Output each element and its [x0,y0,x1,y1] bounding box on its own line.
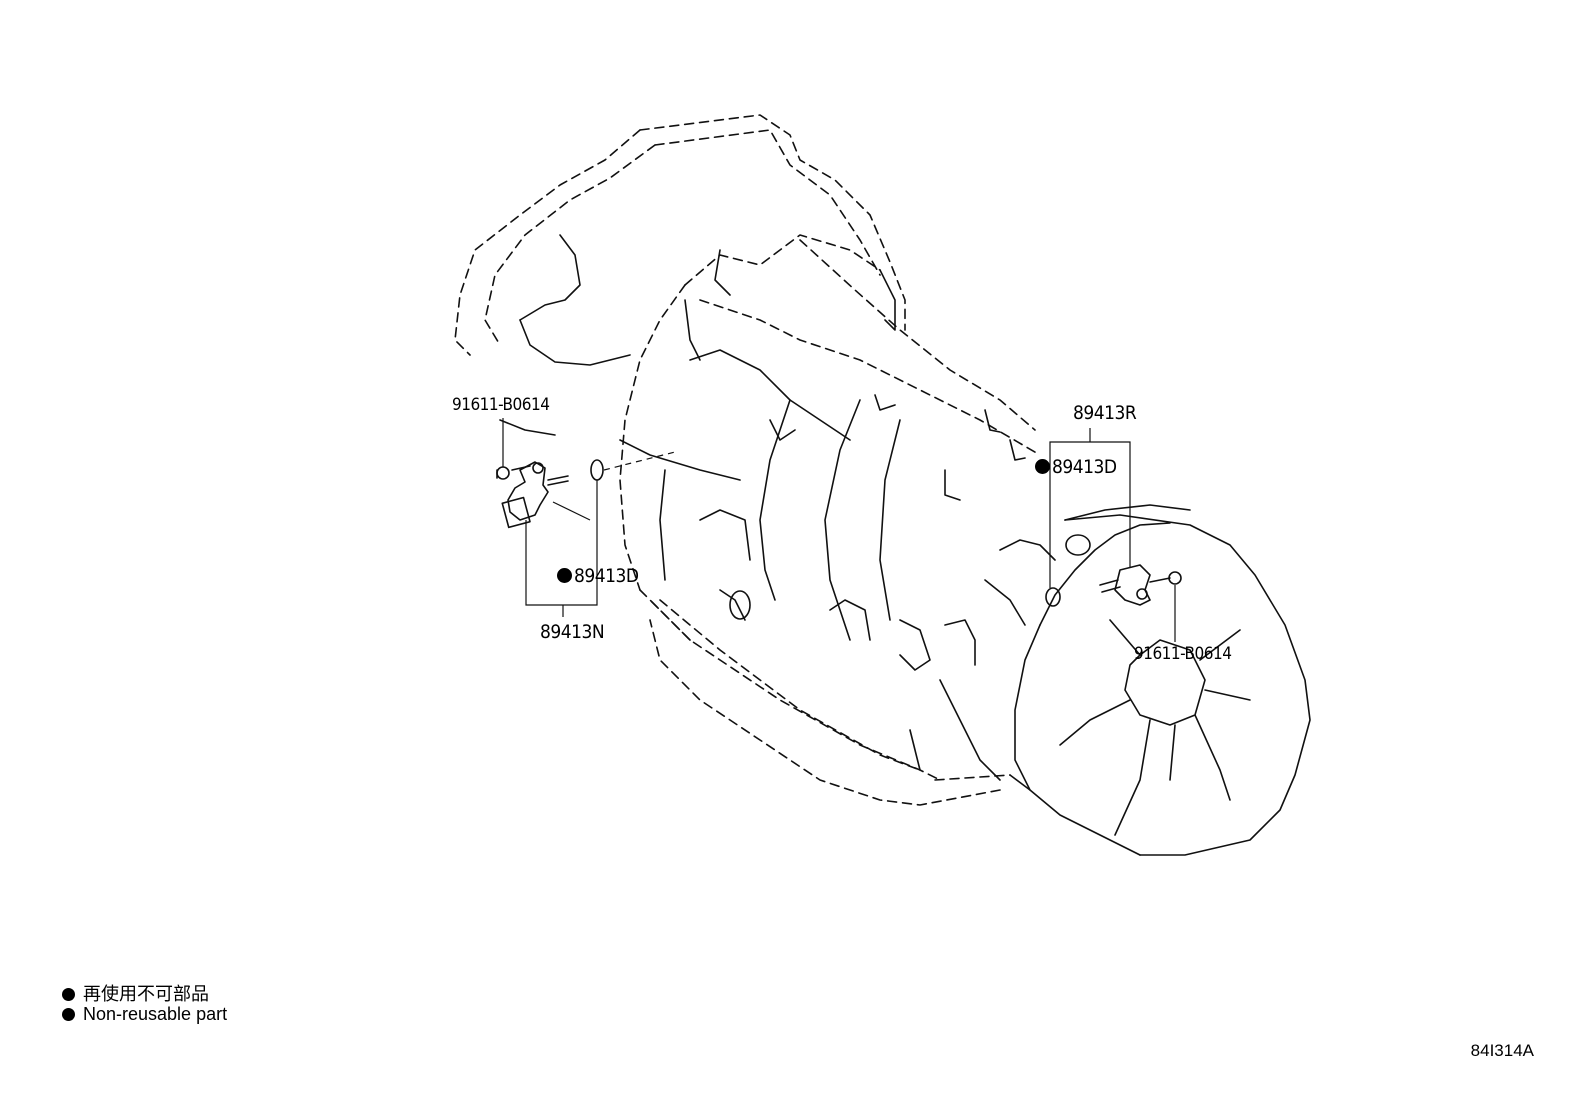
bullet-icon [62,988,75,1001]
right-speed-sensor [1045,564,1182,607]
label-sensor-left: 89413N [540,621,605,643]
label-oring-left-text: 89413D [574,565,639,587]
label-bolt-left: 91611-B0614 [452,395,550,415]
label-oring-left: 89413D [557,565,639,587]
left-speed-sensor [496,451,676,529]
legend-en: Non-reusable part [62,1004,227,1025]
bullet-icon [62,1008,75,1021]
label-bolt-right: 91611-B0614 [1134,644,1232,664]
legend-jp: 再使用不可部品 [62,980,209,1006]
label-oring-right-text: 89413D [1052,456,1117,478]
non-reusable-marker-icon [1035,459,1050,474]
label-sensor-right: 89413R [1073,402,1137,424]
transmission-case [619,234,1056,806]
legend-en-text: Non-reusable part [83,1004,228,1024]
bell-housing-outline [454,114,906,436]
figure-code: 84I314A [1470,1041,1534,1060]
label-oring-right: 89413D [1035,456,1117,478]
extension-housing [1009,504,1311,856]
legend-jp-text: 再使用不可部品 [83,984,209,1004]
leader-lines [502,418,1176,642]
non-reusable-marker-icon [557,568,572,583]
